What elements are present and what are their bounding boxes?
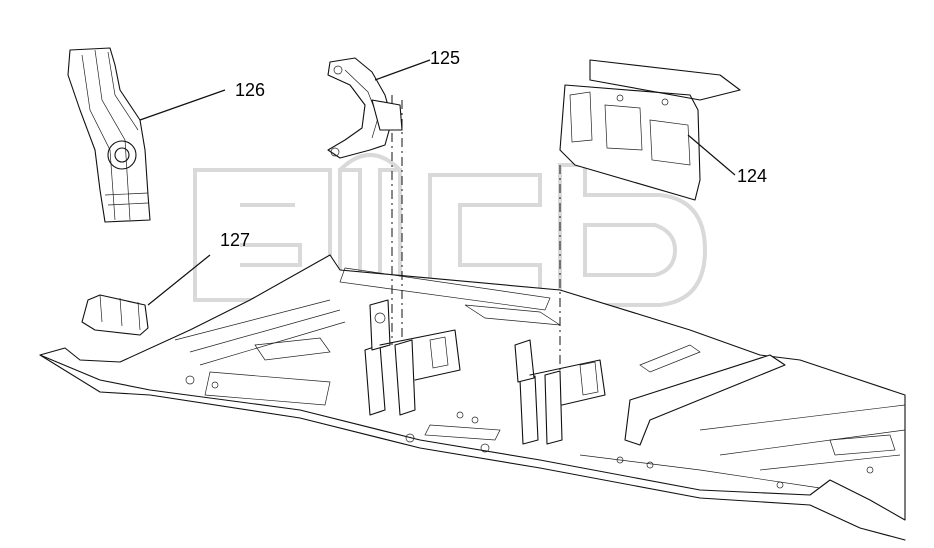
callout-126: 126 <box>235 80 265 100</box>
part-125-bracket <box>327 57 403 159</box>
callout-127: 127 <box>220 230 250 250</box>
part-127-bracket <box>81 294 149 336</box>
assembly-guides <box>391 95 561 370</box>
leader-127 <box>147 254 211 306</box>
seat-riser-right <box>514 339 606 445</box>
leader-lines <box>139 59 736 306</box>
floor-panel <box>39 254 906 541</box>
seat-riser-left <box>364 299 461 416</box>
part-126-reinforcement <box>67 47 151 223</box>
callout-125: 125 <box>430 48 460 68</box>
leader-125 <box>374 59 431 81</box>
leader-126 <box>139 89 226 121</box>
callout-124: 124 <box>737 166 767 186</box>
part-124-panel <box>559 59 741 201</box>
leader-124 <box>687 134 736 176</box>
